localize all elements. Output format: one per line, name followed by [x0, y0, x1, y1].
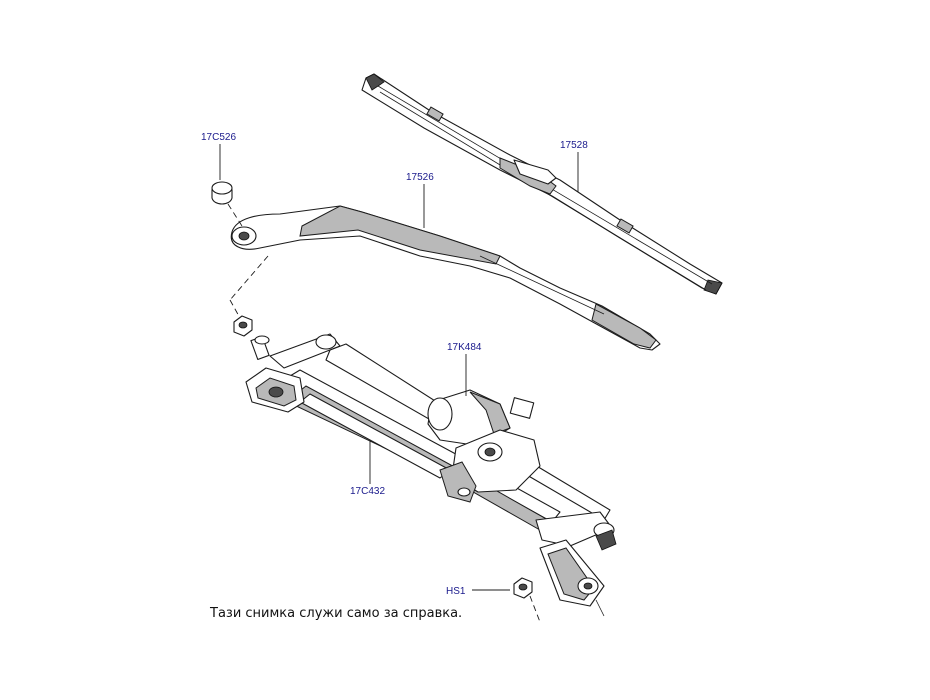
callout-17C526: 17C526 — [201, 132, 236, 143]
callout-17526: 17526 — [406, 172, 434, 183]
reference-caption: Тази снимка служи само за справка. — [210, 606, 463, 621]
assembly-guide — [229, 299, 241, 319]
wiper-arm — [230, 205, 661, 351]
arm-cap — [211, 181, 233, 205]
wiper-blade — [361, 73, 723, 295]
callout-17528: 17528 — [560, 140, 588, 151]
wiper-linkage — [245, 333, 617, 617]
assembly-guide — [529, 595, 541, 623]
assembly-guide — [229, 255, 269, 301]
callout-17K484: 17K484 — [447, 342, 482, 353]
assembly-guide — [227, 203, 243, 227]
mounting-bolt — [513, 577, 533, 599]
callout-17C432: 17C432 — [350, 486, 385, 497]
arm-nut — [233, 315, 253, 337]
callout-HS1: HS1 — [446, 586, 466, 597]
